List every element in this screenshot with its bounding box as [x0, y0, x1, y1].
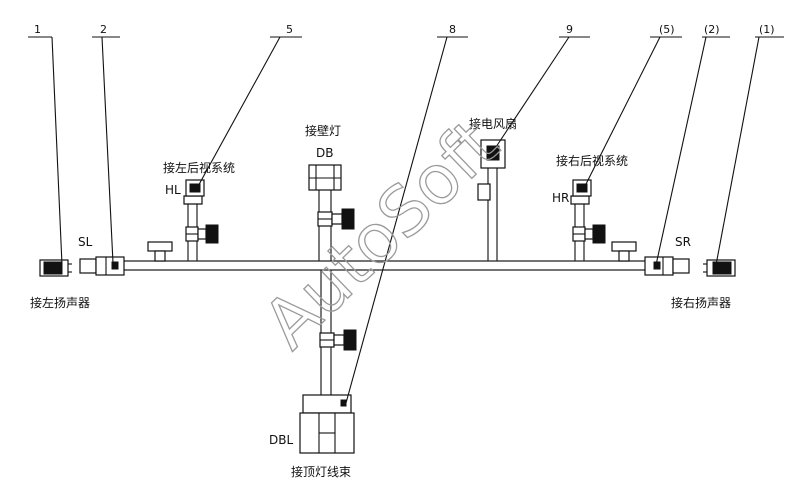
- right-mirror-branch: [570, 195, 606, 261]
- watermark: AutoSoft: [249, 105, 514, 365]
- callout-2: 2: [100, 23, 107, 36]
- label-fan: 接电风扇: [469, 116, 517, 131]
- right-speaker-connector: [644, 256, 690, 276]
- code-hl: HL: [165, 183, 181, 197]
- trunk-clip-right: [611, 241, 637, 262]
- callout-1: 1: [34, 23, 41, 36]
- fan-connector: [477, 139, 506, 201]
- right-speaker-mating-plug: [703, 259, 736, 277]
- left-speaker-mating-plug: [39, 259, 72, 277]
- code-sl: SL: [78, 235, 93, 249]
- callout-5-right: (5): [659, 23, 675, 36]
- callout-5: 5: [286, 23, 293, 36]
- leader-lines: [28, 36, 784, 404]
- label-left-mirror: 接左后视系统: [163, 160, 235, 175]
- trunk-clip-left: [147, 241, 173, 262]
- left-mirror-branch: [183, 195, 219, 261]
- code-hr: HR: [552, 191, 569, 205]
- label-wall-lamp: 接壁灯: [305, 123, 341, 138]
- label-left-speaker: 接左扬声器: [30, 295, 90, 310]
- left-speaker-connector: [79, 256, 125, 276]
- code-sr: SR: [675, 235, 691, 249]
- hr-connector: [572, 179, 592, 197]
- hl-connector: [185, 179, 205, 197]
- callout-2-right: (2): [704, 23, 720, 36]
- label-dome-harness: 接顶灯线束: [291, 464, 351, 479]
- dbl-connector: [299, 394, 355, 454]
- db-connector: [308, 164, 342, 191]
- label-right-mirror: 接右后视系统: [556, 153, 628, 168]
- code-dbl: DBL: [269, 433, 293, 447]
- callout-9: 9: [566, 23, 573, 36]
- code-db: DB: [316, 146, 333, 160]
- wall-lamp-branch: [317, 190, 355, 261]
- dome-branch: [319, 270, 357, 395]
- label-right-speaker: 接右扬声器: [671, 295, 731, 310]
- callout-1-right: (1): [759, 23, 775, 36]
- callout-8: 8: [449, 23, 456, 36]
